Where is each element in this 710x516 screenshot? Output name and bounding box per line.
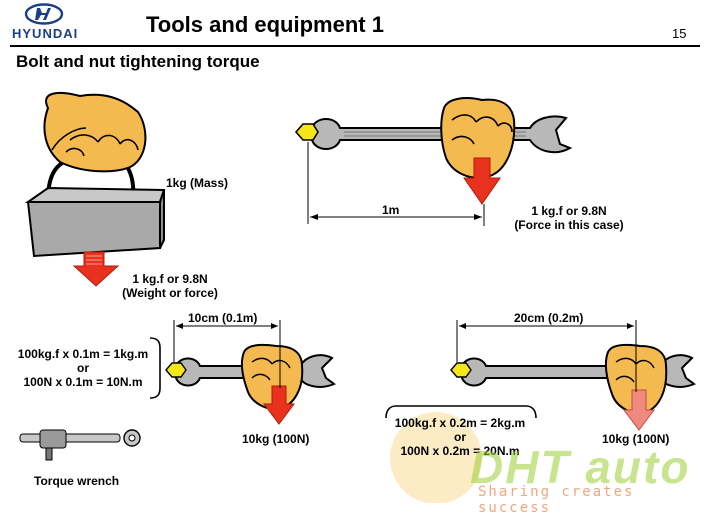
- torque-wrench-icon: [19, 429, 141, 461]
- page-number: 15: [672, 26, 687, 41]
- hyundai-logo-icon: [24, 3, 64, 25]
- weight-force-line1: 1 kg.f or 9.8N: [132, 272, 208, 286]
- torque-10cm-calculation: 100kg.f x 0.1m = 1kg.m or 100N x 0.1m = …: [10, 347, 156, 389]
- torque-20cm-calculation: 100kg.f x 0.2m = 2kg.m or 100N x 0.2m = …: [386, 416, 534, 458]
- illustration-canvas: [19, 91, 696, 503]
- watermark-sun-icon: [390, 412, 482, 503]
- wrench-force-line1: 1 kg.f or 9.8N: [531, 204, 607, 218]
- hand-holding-weight-illustration: [24, 91, 166, 287]
- calc-20cm-line1: 100kg.f x 0.2m = 2kg.m: [394, 416, 526, 430]
- distance-10cm-label: 10cm (0.1m): [188, 311, 258, 325]
- force-20cm-label: 10kg (100N): [602, 432, 670, 446]
- page-title: Tools and equipment 1: [146, 12, 384, 37]
- calc-10cm-line3: 100N x 0.1m = 10N.m: [23, 375, 143, 389]
- section-subtitle: Bolt and nut tightening torque: [16, 52, 260, 71]
- torque-20cm-illustration: [385, 320, 696, 431]
- brand-logo-text: HYUNDAI: [12, 26, 79, 41]
- wrench-force-label: 1 kg.f or 9.8N (Force in this case): [508, 204, 630, 232]
- watermark-logo: DHT auto: [470, 441, 691, 493]
- wrench-1m-illustration: [294, 97, 573, 226]
- torque-wrench-label: Torque wrench: [34, 474, 120, 488]
- distance-1m-label: 1m: [382, 203, 400, 217]
- calc-10cm-line1: 100kg.f x 0.1m = 1kg.m: [17, 347, 149, 361]
- weight-force-label: 1 kg.f or 9.8N (Weight or force): [112, 272, 228, 300]
- header-divider: [10, 45, 700, 47]
- wrench-force-line2: (Force in this case): [514, 218, 624, 232]
- calc-20cm-line2: or: [454, 430, 466, 444]
- distance-20cm-label: 20cm (0.2m): [514, 311, 584, 325]
- torque-10cm-illustration: [149, 320, 336, 425]
- weight-force-line2: (Weight or force): [122, 286, 218, 300]
- calc-10cm-line2: or: [77, 361, 89, 375]
- force-10cm-label: 10kg (100N): [242, 432, 310, 446]
- watermark-tagline: Sharing creates success: [478, 484, 635, 516]
- mass-label: 1kg (Mass): [166, 176, 229, 190]
- calc-20cm-line3: 100N x 0.2m = 20N.m: [400, 444, 520, 458]
